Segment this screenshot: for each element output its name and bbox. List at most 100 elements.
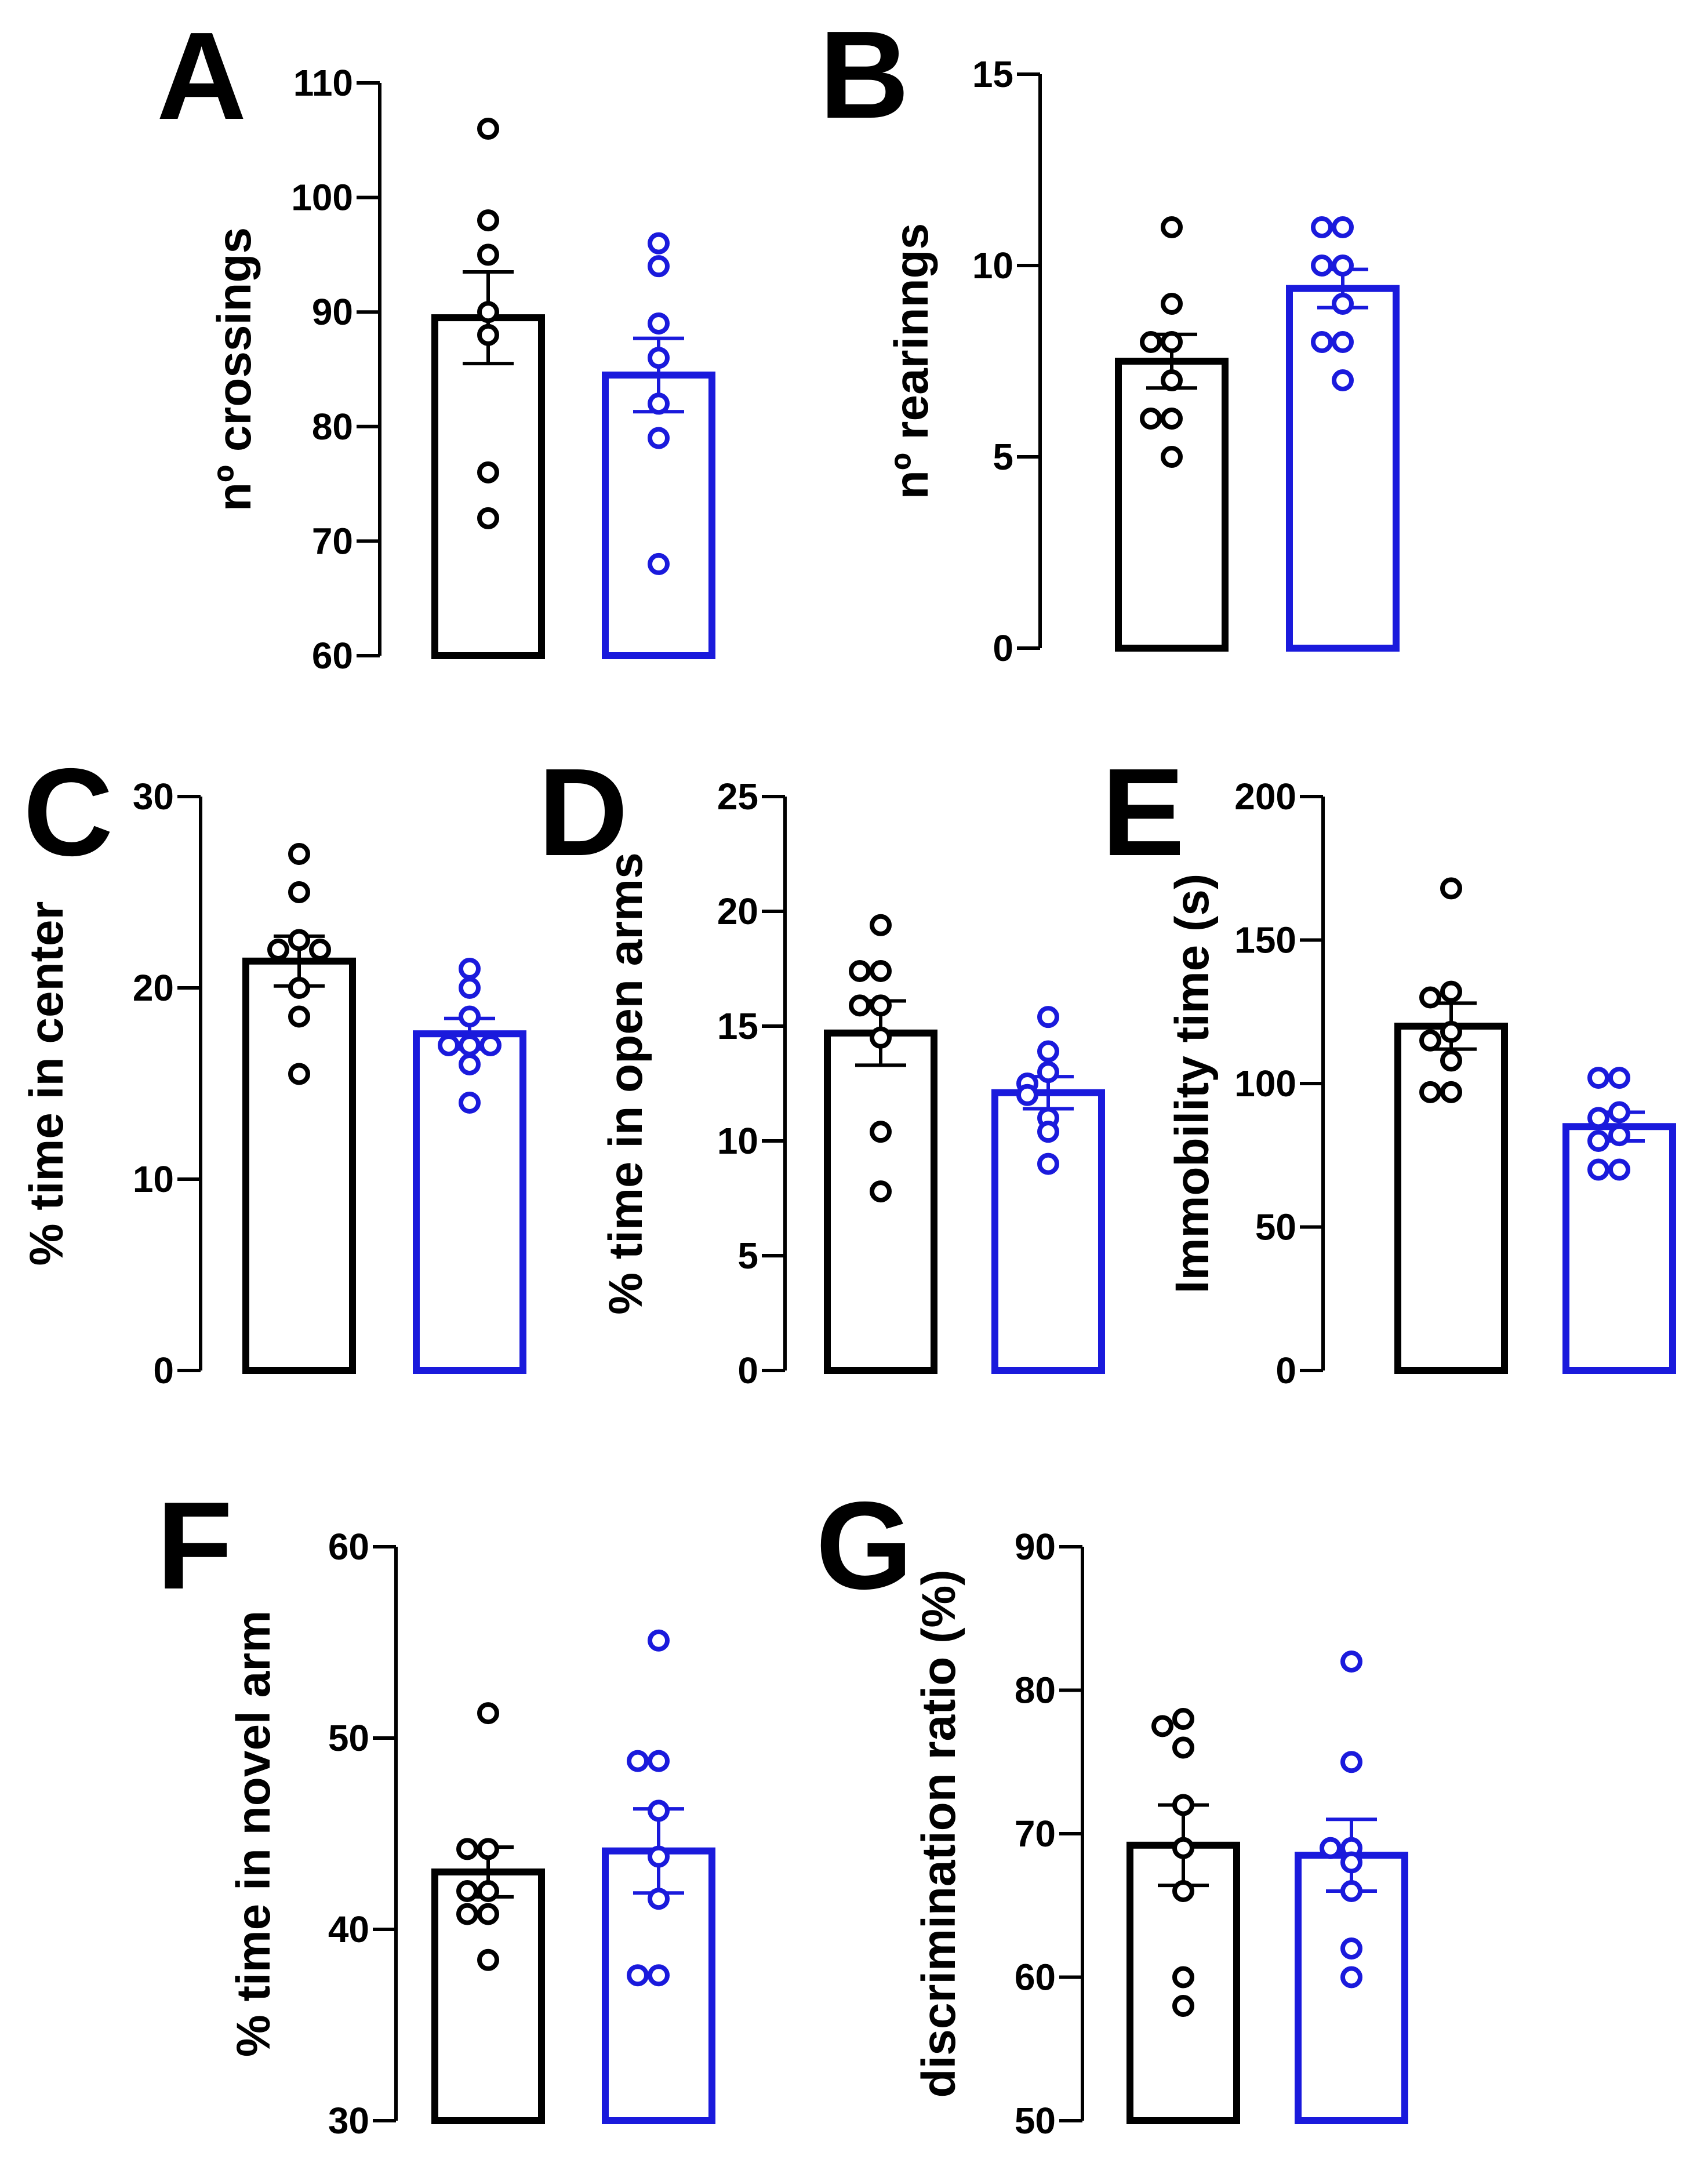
data-point <box>459 1092 481 1114</box>
data-point <box>459 1053 481 1075</box>
data-point <box>1161 446 1183 468</box>
data-point <box>438 1034 460 1056</box>
y-tick-label: 90 <box>1015 1526 1056 1568</box>
data-point <box>648 347 670 369</box>
y-tick-label: 20 <box>717 890 758 932</box>
data-point <box>1419 986 1441 1009</box>
y-tick-label: 30 <box>133 776 174 817</box>
data-point <box>1587 1107 1609 1129</box>
data-point <box>1608 1158 1630 1181</box>
data-point <box>1311 216 1333 238</box>
data-point <box>1172 1794 1194 1816</box>
data-point <box>1161 293 1183 315</box>
y-tick-label: 5 <box>993 436 1013 478</box>
data-point <box>459 1005 481 1028</box>
y-tick-label: 0 <box>153 1350 174 1391</box>
y-tick-label: 60 <box>312 635 353 677</box>
panel-letter: F <box>157 1475 232 1615</box>
data-point <box>456 1880 478 1902</box>
data-point <box>1320 1837 1342 1859</box>
y-tick-label: 110 <box>293 62 353 104</box>
y-axis-label: % time in open arms <box>599 852 652 1314</box>
y-tick-label: 150 <box>1234 919 1296 961</box>
y-tick-label: 50 <box>1015 2100 1056 2142</box>
y-tick-label: 0 <box>993 627 1013 669</box>
data-point <box>648 1800 670 1822</box>
data-point <box>477 301 499 323</box>
y-tick-label: 10 <box>972 245 1013 286</box>
data-point <box>1172 1837 1194 1859</box>
data-point <box>477 118 499 140</box>
data-point <box>1161 331 1183 353</box>
y-tick-label: 200 <box>1234 776 1296 817</box>
data-point <box>648 312 670 335</box>
y-axis-label: nº rearinngs <box>885 223 938 500</box>
data-point <box>1332 293 1354 315</box>
y-tick-label: 80 <box>1015 1670 1056 1711</box>
y-tick-label: 50 <box>1255 1206 1296 1248</box>
data-point <box>870 1180 892 1203</box>
y-axis-label: % time in center <box>20 901 73 1266</box>
y-tick-label: 25 <box>717 776 758 817</box>
data-point <box>477 1702 499 1725</box>
data-point <box>1332 331 1354 353</box>
data-point <box>1340 1751 1362 1773</box>
data-point <box>288 1063 310 1085</box>
data-point <box>1587 1067 1609 1089</box>
data-point <box>1340 1880 1362 1902</box>
data-point <box>648 1845 670 1868</box>
data-point <box>477 1880 499 1902</box>
data-point <box>1340 1851 1362 1874</box>
data-point <box>477 209 499 232</box>
data-point <box>1440 1020 1462 1043</box>
data-point <box>1140 408 1162 430</box>
panel-letter: E <box>1102 742 1184 882</box>
data-point <box>288 843 310 865</box>
data-point <box>870 914 892 936</box>
data-point <box>1151 1715 1173 1737</box>
data-point <box>459 977 481 999</box>
data-point <box>849 994 871 1017</box>
data-point <box>1419 1029 1441 1052</box>
y-tick-label: 5 <box>737 1235 758 1277</box>
data-point <box>627 1964 649 1987</box>
data-point <box>477 507 499 529</box>
y-tick-label: 0 <box>1275 1350 1296 1391</box>
y-tick-label: 10 <box>717 1120 758 1162</box>
data-point <box>1440 1049 1462 1072</box>
data-point <box>870 959 892 982</box>
data-point <box>1172 1995 1194 2017</box>
data-point <box>648 1750 670 1772</box>
y-tick-label: 70 <box>312 520 353 562</box>
data-point <box>1172 1966 1194 1988</box>
data-point <box>1037 1153 1059 1175</box>
y-axis-label: Immobility time (s) <box>1166 874 1219 1293</box>
data-point <box>1332 369 1354 391</box>
data-point <box>1037 1040 1059 1063</box>
data-point <box>1440 980 1462 1003</box>
y-tick-label: 15 <box>972 53 1013 95</box>
data-point <box>648 1964 670 1987</box>
data-point <box>1608 1067 1630 1089</box>
y-tick-label: 70 <box>1015 1813 1056 1855</box>
data-point <box>1608 1124 1630 1147</box>
data-point <box>479 1034 502 1056</box>
data-point <box>288 977 310 999</box>
data-point <box>1016 1084 1038 1106</box>
data-point <box>477 461 499 484</box>
y-axis-label: discrimination ratio (%) <box>913 1569 965 2097</box>
data-point <box>477 1948 499 1971</box>
data-point <box>456 1903 478 1925</box>
y-tick-label: 90 <box>312 291 353 333</box>
data-point <box>1172 1880 1194 1902</box>
data-point <box>477 323 499 346</box>
y-tick-label: 40 <box>328 1908 369 1950</box>
data-point <box>1608 1101 1630 1124</box>
y-tick-label: 50 <box>328 1717 369 1759</box>
panel-letter: A <box>157 6 246 146</box>
data-point <box>648 1888 670 1910</box>
data-point <box>459 1034 481 1056</box>
